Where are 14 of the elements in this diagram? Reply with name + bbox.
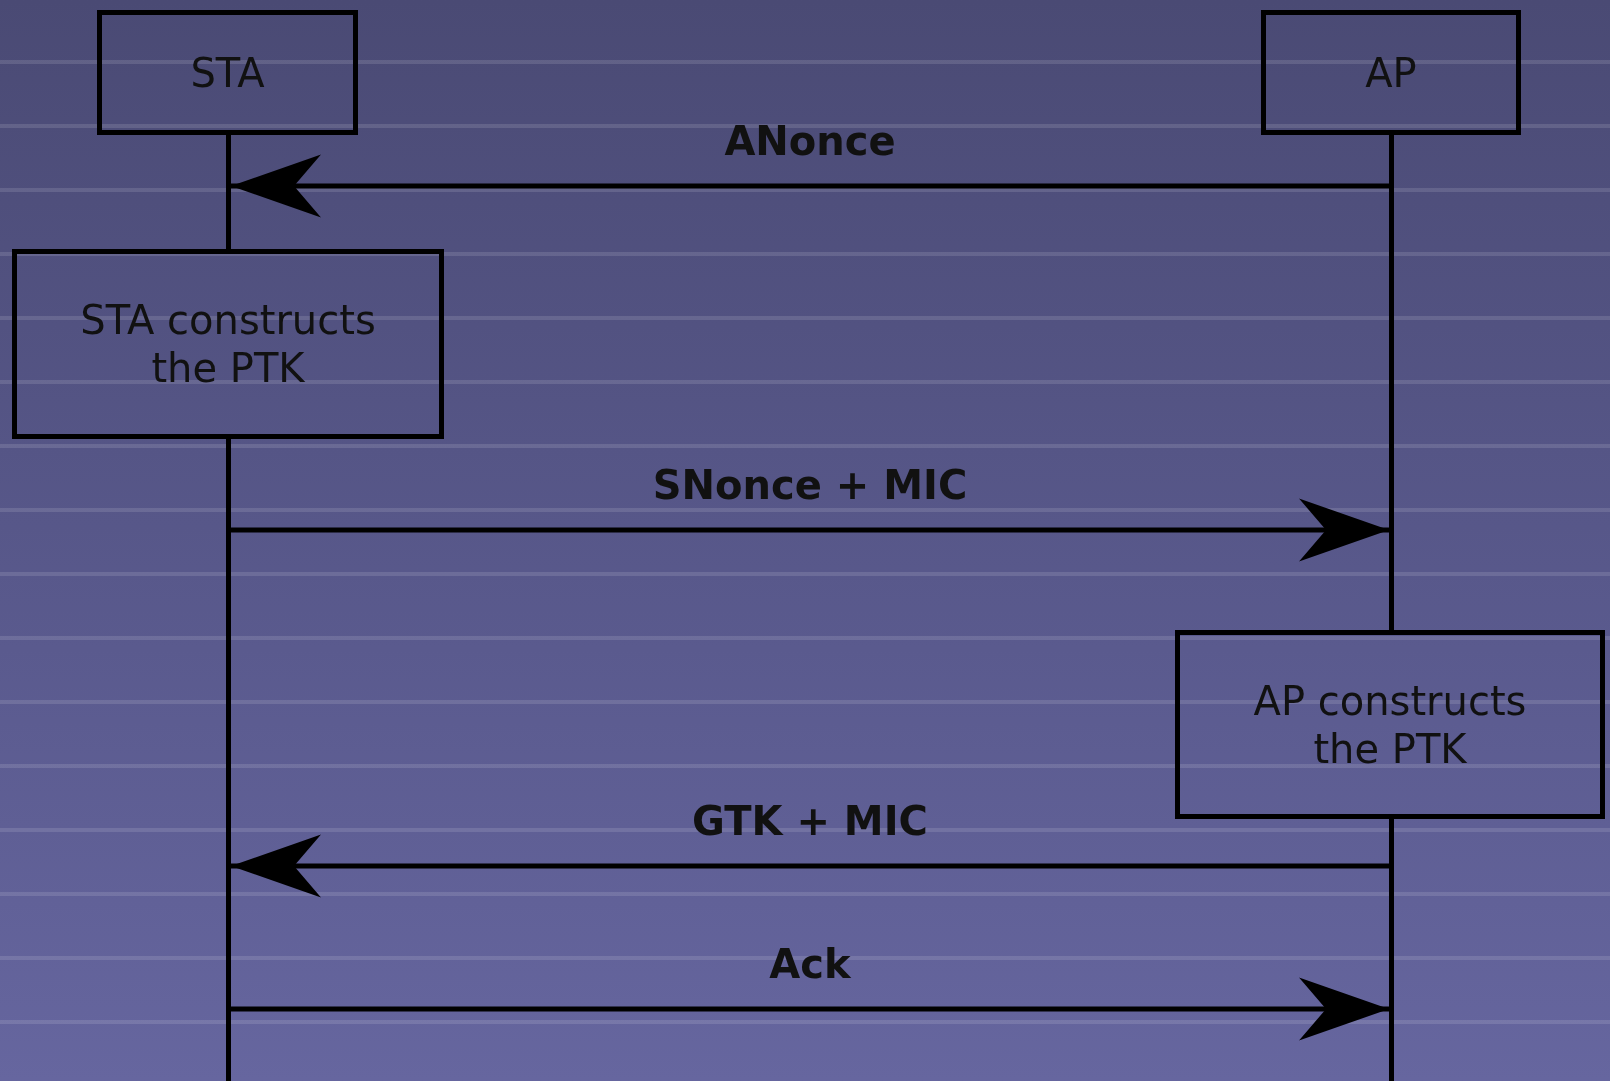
participant-box: STA xyxy=(97,10,358,135)
lifeline xyxy=(226,439,231,1081)
message-arrow xyxy=(231,498,1389,562)
process-box: AP constructs the PTK xyxy=(1175,630,1605,819)
process-box: STA constructs the PTK xyxy=(12,249,444,439)
edge-label: ANonce xyxy=(724,118,896,164)
edge-label: Ack xyxy=(769,941,851,987)
participant-box: AP xyxy=(1261,10,1521,135)
message-arrow xyxy=(231,154,1389,218)
edge-label: GTK + MIC xyxy=(692,798,928,844)
lifeline xyxy=(1389,819,1394,1081)
message-arrow xyxy=(231,834,1389,898)
message-arrow xyxy=(231,977,1389,1041)
edge-label: SNonce + MIC xyxy=(652,462,968,508)
